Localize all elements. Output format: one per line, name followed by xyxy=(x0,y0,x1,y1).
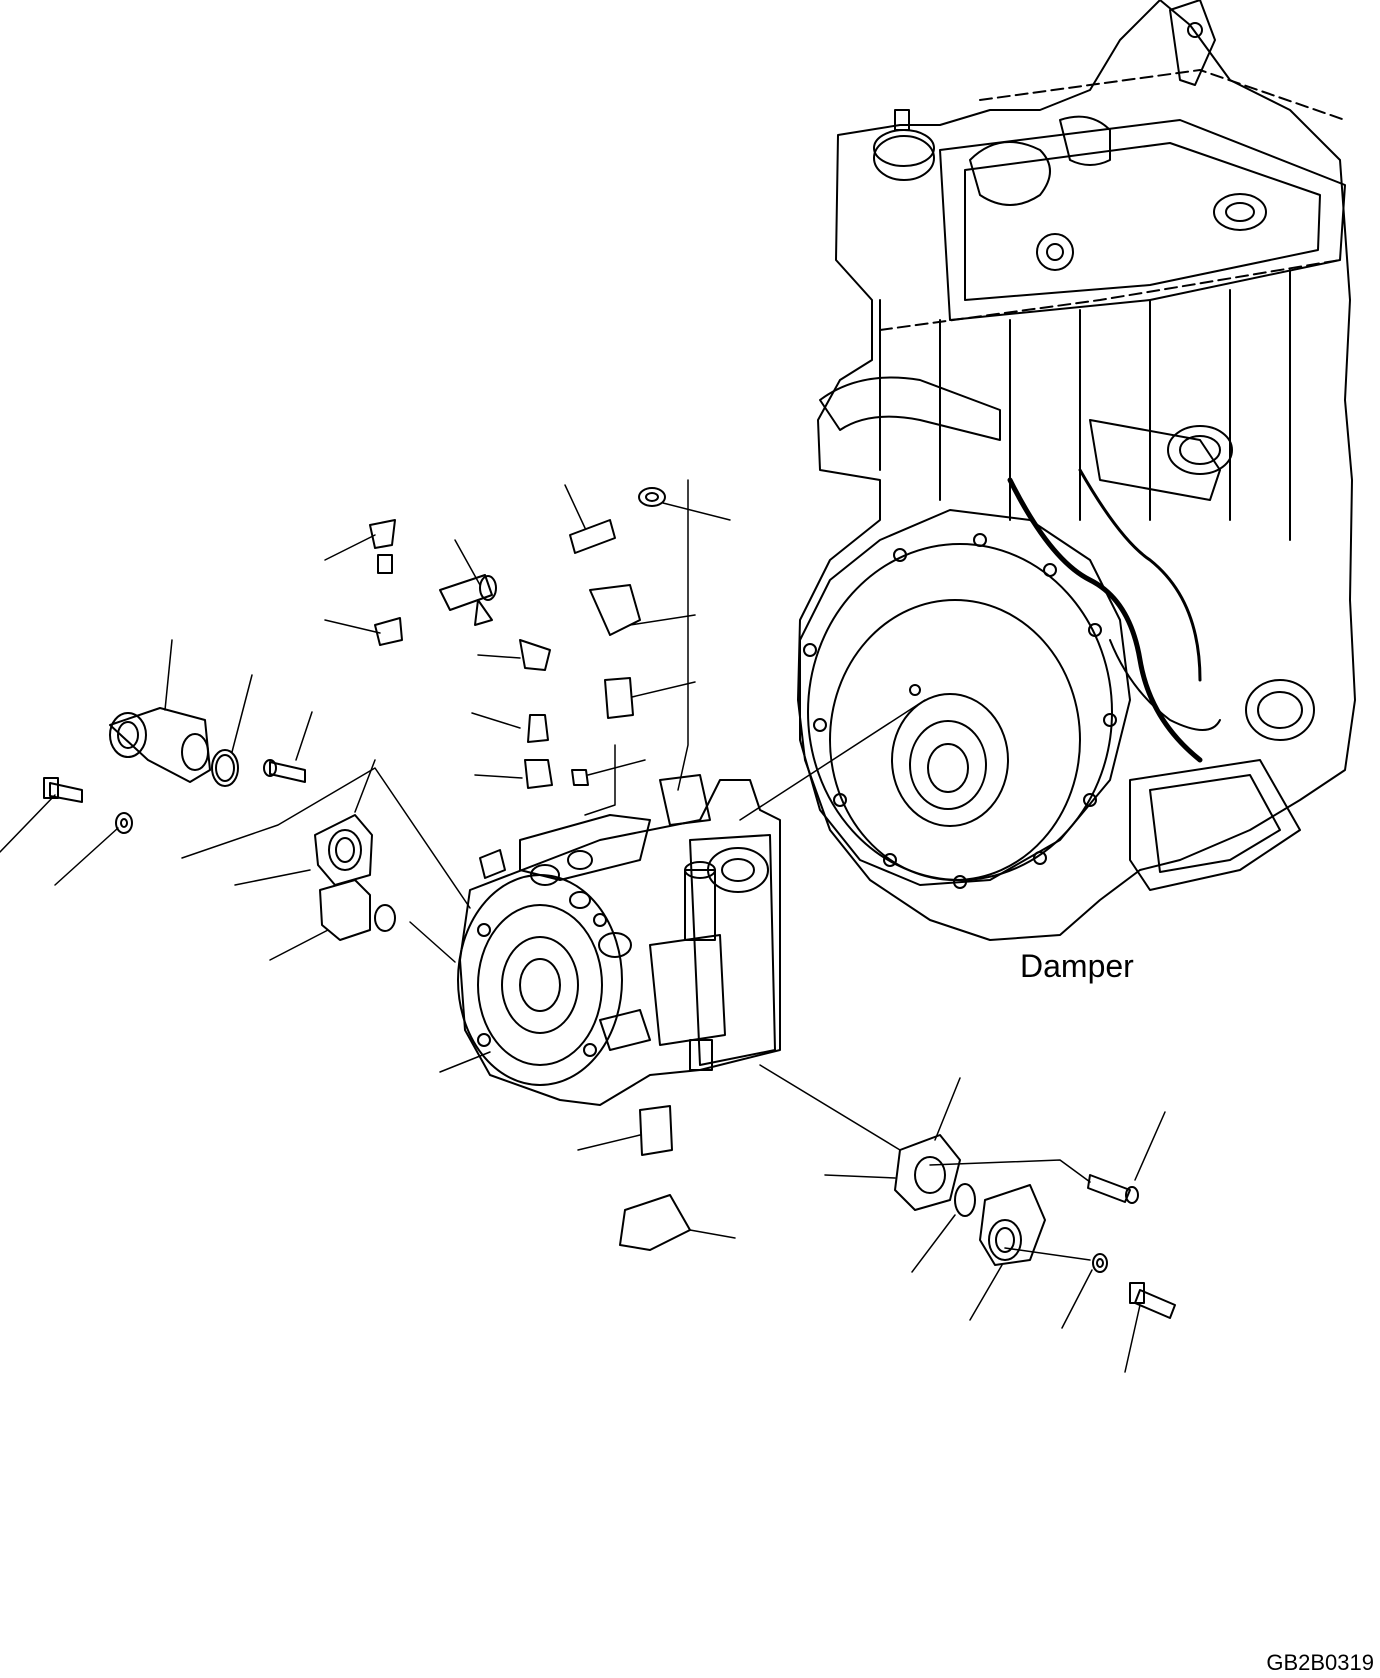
engine-assembly xyxy=(797,0,1356,941)
fittings xyxy=(43,487,1176,1319)
figure-code: GB2B0319 xyxy=(1266,1650,1374,1675)
hydraulic-pump xyxy=(457,774,781,1106)
damper-label: Damper xyxy=(1020,948,1134,984)
leader-lines xyxy=(0,479,1166,1373)
